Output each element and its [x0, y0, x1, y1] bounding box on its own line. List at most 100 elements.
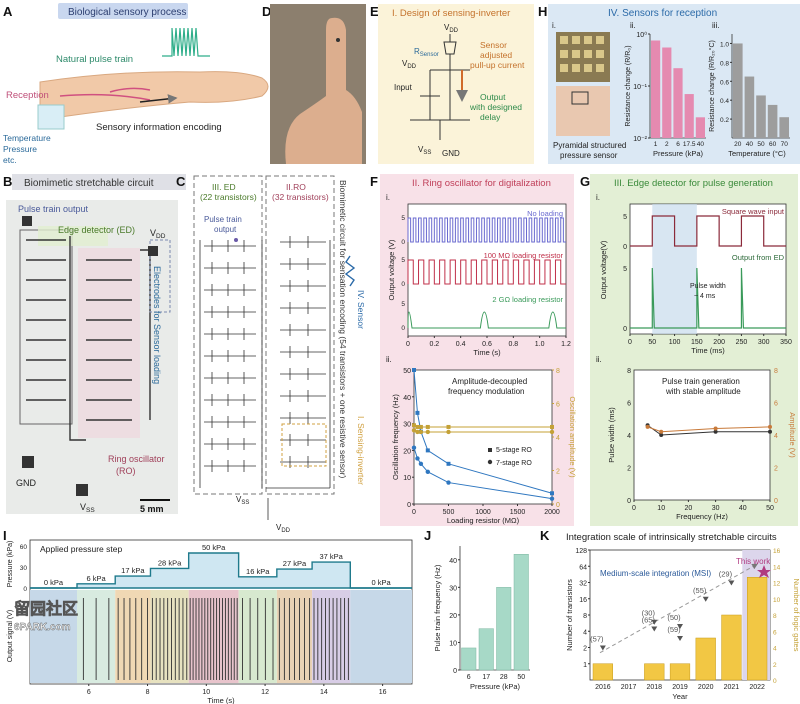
annotation: Pulse width [690, 283, 726, 290]
title-box [12, 174, 186, 190]
axis-label: Pressure (kPa) [653, 149, 704, 158]
subpanel-label: ii. [630, 21, 636, 30]
tick-label: 50 [766, 505, 774, 512]
data-point [702, 596, 709, 602]
tick-label: 32 [579, 581, 587, 588]
tick-label: 6 [773, 629, 777, 636]
chart-title: Applied pressure step [40, 544, 122, 554]
pulse-output-label: Pulse train [204, 215, 242, 224]
tick-label: 70 [781, 141, 789, 148]
tick-label: 2 [665, 141, 669, 148]
axis-label: Resistance change (R/R₂₀°C) [708, 40, 716, 132]
encoding-label: Sensory information encoding [96, 122, 222, 133]
data-point [728, 580, 735, 586]
axis-label: Resistance change (R/R₀) [625, 45, 632, 126]
nerve-lines [59, 87, 151, 101]
tick-label: 6 [556, 402, 560, 409]
tick-label: 5 [401, 215, 405, 222]
tick-label: 2022 [749, 684, 765, 691]
step-label: 27 kPa [283, 559, 307, 568]
panel-letter: F [370, 174, 378, 189]
annotation: (50) [667, 613, 681, 622]
tick-label: 1 [654, 141, 658, 148]
vdd-label: VDD [150, 228, 166, 240]
arm-illustration [39, 71, 269, 121]
tick-label: 8 [774, 368, 778, 375]
tick-label: 40 [697, 141, 705, 148]
tick-label: 200 [713, 339, 725, 346]
tick-label: 0 [556, 502, 560, 509]
data-point [415, 410, 420, 415]
series-label: 100 MΩ loading resistor [484, 251, 564, 260]
axis-label: Pressure (kPa) [470, 682, 521, 691]
bar [695, 117, 705, 138]
series-label: Output from ED [732, 253, 785, 262]
series-line [647, 426, 771, 433]
subpanel-label: ii. [386, 355, 392, 364]
axis-label: Year [672, 692, 688, 701]
ro-label: II.RO [286, 182, 306, 192]
data-point [446, 480, 451, 485]
series-line [413, 369, 553, 494]
data-point [425, 424, 430, 429]
tick-label: 50 [517, 674, 525, 681]
chart-title: Amplitude-decoupled [452, 377, 527, 386]
panel-e: E I. Design of sensing-inverter VDD RSen… [370, 4, 534, 164]
pulse-train [189, 598, 238, 680]
tick-label: 2016 [595, 684, 611, 691]
plot-area [633, 369, 771, 501]
stimulus-label: etc. [3, 155, 17, 165]
chart-title: with stable amplitude [665, 387, 741, 396]
data-point [418, 461, 424, 466]
tick-label: 14 [773, 564, 781, 571]
tick-label: 8 [583, 613, 587, 620]
panel-title: III. Edge detector for pulse generation [614, 178, 773, 189]
arrow-icon [139, 94, 178, 104]
panel-title: IV. Sensors for reception [608, 8, 717, 19]
reception-label: Reception [6, 90, 49, 101]
tick-label: 100 [669, 339, 681, 346]
data-point [550, 491, 554, 496]
panel-k: K Integration scale of intrinsically str… [540, 528, 800, 701]
tick-label: 60 [769, 141, 777, 148]
annotation: (29) [719, 570, 733, 579]
signal-segment [350, 590, 412, 683]
tick-label: 6 [467, 674, 471, 681]
tick-label: 2 [773, 662, 777, 669]
tick-label: 2018 [646, 684, 662, 691]
tick-label: 0.2 [429, 341, 439, 348]
tick-label: 4 [774, 433, 778, 440]
tick-label: 0 [623, 326, 627, 333]
tick-label: 50 [757, 141, 765, 148]
tick-label: 20 [403, 448, 411, 455]
axis-label: Time (s) [207, 696, 235, 704]
bar [651, 40, 661, 139]
subpanel-label: ii. [596, 355, 602, 364]
tick-label: 6 [676, 141, 680, 148]
tick-label: 1.2 [561, 341, 571, 348]
tick-label: 2 [556, 469, 560, 476]
legend-label: 7-stage RO [496, 460, 532, 467]
bar [461, 647, 477, 671]
watermark: 留园社区 6PARK.com [14, 599, 79, 634]
series-label: Square wave input [722, 207, 785, 216]
pyramid-array [560, 36, 604, 72]
resistor-icon [344, 255, 356, 287]
vdd-label: VDD [276, 523, 291, 534]
tick-label: 0.6 [482, 341, 492, 348]
subpanel-label: iii. [712, 21, 720, 30]
axis-label: Oscillation frequency (Hz) [391, 394, 400, 480]
axis-label: Number of transistors [565, 579, 574, 651]
panel-letter: D [262, 4, 271, 19]
tick-label: 6 [87, 689, 91, 696]
sensor-caption: Pyramidal structured [553, 141, 626, 150]
tick-label: 4 [556, 435, 560, 442]
panel-letter: K [540, 528, 550, 543]
natural-label: Natural pulse train [56, 54, 133, 65]
tick-label: 150 [691, 339, 703, 346]
tick-label: 0 [407, 502, 411, 509]
